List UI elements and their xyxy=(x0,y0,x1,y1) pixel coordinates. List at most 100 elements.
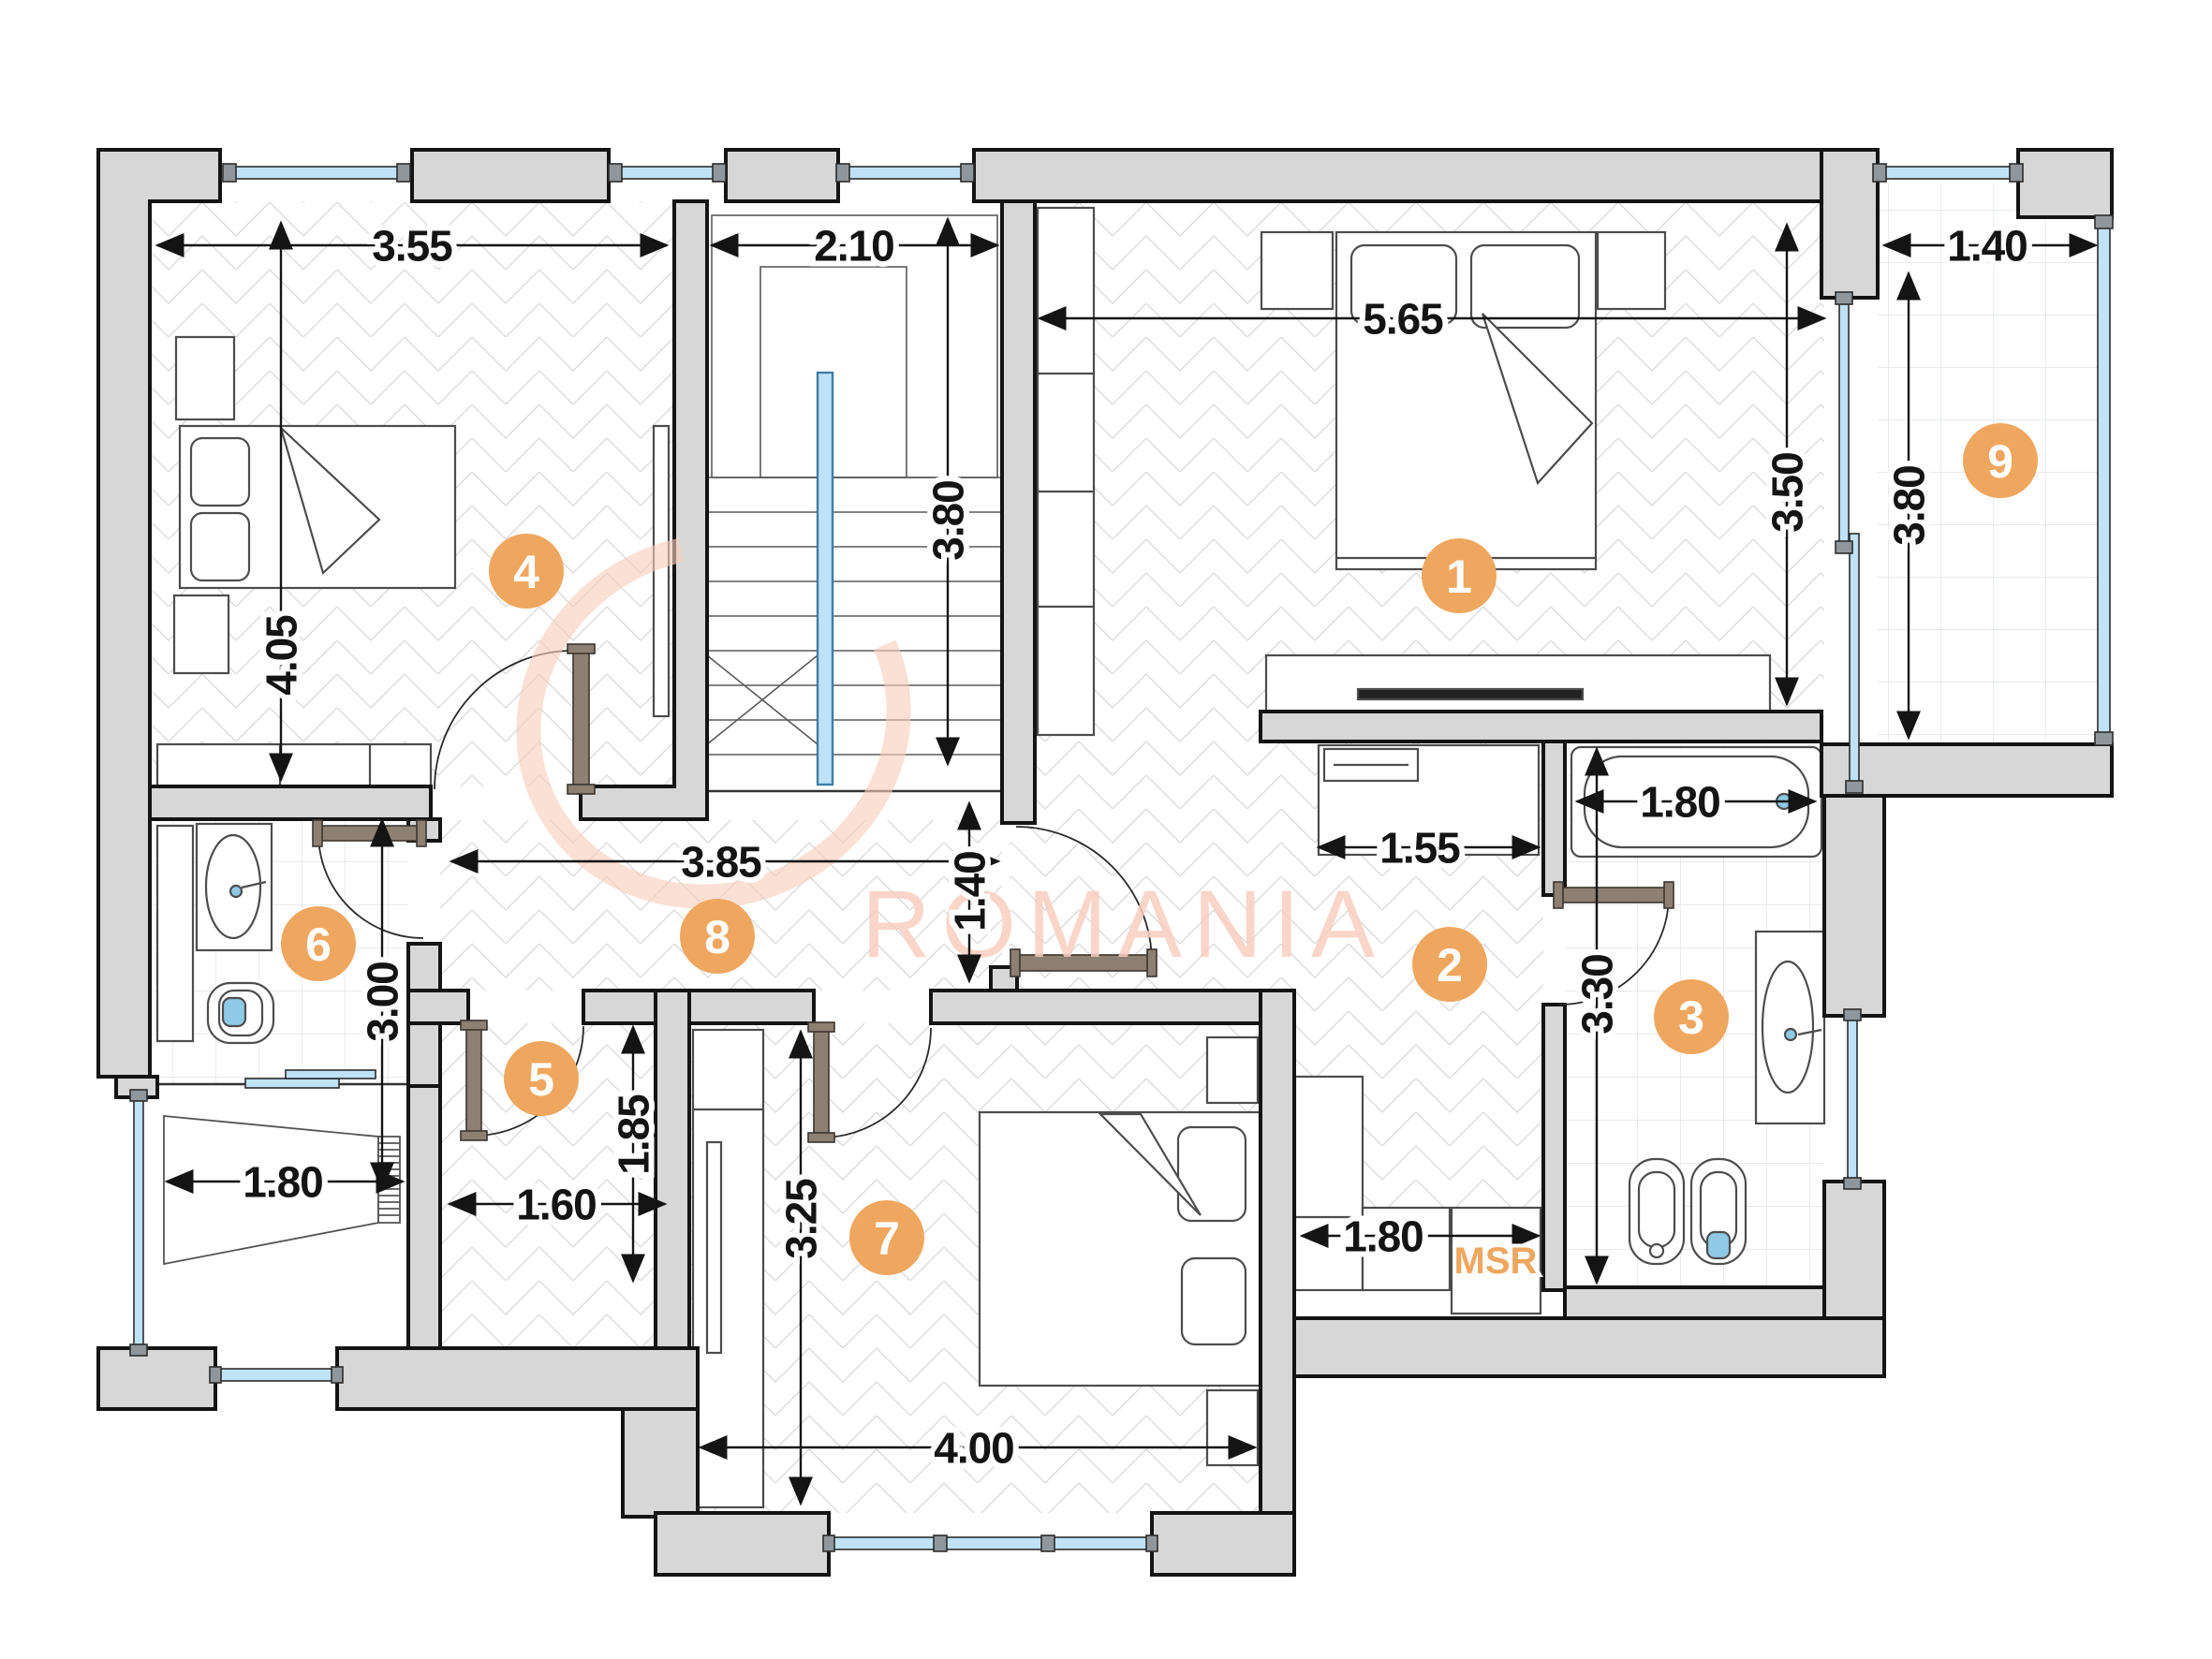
room6-toilet xyxy=(206,981,275,1045)
room7-bed xyxy=(978,1110,1261,1387)
door-room6 xyxy=(317,825,422,842)
wall-top-4 xyxy=(972,148,1823,203)
watermark-swoosh xyxy=(516,533,911,909)
door-arcs xyxy=(317,650,1670,1138)
window-room1-balcony-b xyxy=(1849,533,1860,785)
wall-balcony-bottom xyxy=(1820,742,2114,798)
window-top-room4 xyxy=(233,166,400,180)
dimension-label: 3.80 xyxy=(924,480,973,561)
door-room4 xyxy=(572,649,590,790)
dimension-label: 2.10 xyxy=(814,222,894,271)
wall-room2-3-upper xyxy=(1541,740,1567,897)
door-room7 xyxy=(813,1027,830,1138)
dimension: 5.65 xyxy=(1037,289,1827,349)
wall-right-upper xyxy=(1822,794,1886,1018)
dimension: 3.85 xyxy=(449,832,1001,892)
dimension-label: 3.50 xyxy=(1763,452,1812,533)
room-number: 4 xyxy=(513,546,539,598)
wall-top-3 xyxy=(724,148,840,203)
wall-bottom-left-2 xyxy=(335,1346,700,1411)
msr-label: MSR xyxy=(1454,1241,1538,1282)
room2-wardrobe xyxy=(1293,1075,1364,1292)
dimension: 3.50 xyxy=(1758,222,1818,707)
stair-handrail xyxy=(816,371,834,786)
wall-room7-bottom-right xyxy=(1150,1511,1296,1577)
dimension: 2.10 xyxy=(709,216,1000,276)
dimension: 3.25 xyxy=(772,1029,832,1506)
room6-sink xyxy=(195,822,273,952)
wall-right-lower xyxy=(1822,1180,1886,1320)
wall-room5-left xyxy=(406,1084,442,1350)
room7-wardrobe xyxy=(691,1028,765,1509)
dimension: 3.30 xyxy=(1568,746,1628,1285)
room-number: 6 xyxy=(305,918,332,971)
dimension: 1.40 xyxy=(940,800,1000,984)
room4-cabinet-row xyxy=(155,742,433,793)
window-room1-balcony-a xyxy=(1838,301,1850,546)
window-balcony-right xyxy=(2097,224,2111,736)
dimension: 4.05 xyxy=(252,220,312,783)
dimension-label: 4.00 xyxy=(934,1424,1014,1473)
room-badges-layer: 1 2 3 4 5 6 7 8 9 xyxy=(281,423,2038,1275)
room-number-badge: 9 xyxy=(1963,423,2038,498)
dimension: 1.55 xyxy=(1316,818,1541,878)
wall-room7-top-right xyxy=(929,989,1262,1025)
room-number: 1 xyxy=(1446,551,1472,603)
dimension: 4.00 xyxy=(698,1418,1258,1478)
dimension-label: 3.30 xyxy=(1573,954,1622,1035)
room-number-badge: 8 xyxy=(680,899,755,974)
room7-nightstand-top xyxy=(1205,1035,1260,1105)
dimension: 1.60 xyxy=(447,1175,668,1235)
wall-balcony-corner-left xyxy=(1820,148,1880,300)
dimension-label: 3.80 xyxy=(1885,465,1934,546)
room3-sink xyxy=(1754,930,1826,1125)
watermark: ROMANIA xyxy=(516,533,1375,977)
wall-left-top xyxy=(96,148,222,1079)
bidet-icon xyxy=(1628,1157,1686,1266)
room-number: 8 xyxy=(704,911,730,963)
room-number-badge: 3 xyxy=(1654,979,1729,1054)
room1-nightstand-right xyxy=(1596,230,1667,311)
wall-room4-stairs xyxy=(579,199,709,821)
window-top-stairs xyxy=(619,166,715,180)
room-number-badge: 2 xyxy=(1412,927,1487,1002)
dimension: 1.85 xyxy=(604,1024,664,1284)
wall-under-room4 xyxy=(148,785,433,821)
dimension-label: 5.65 xyxy=(1363,295,1443,344)
door-room3 xyxy=(1558,887,1670,903)
toilet-icon xyxy=(1689,1157,1747,1266)
wall-layer xyxy=(96,148,2114,1577)
dimension: 3.55 xyxy=(155,216,670,276)
room1-bed xyxy=(1335,230,1598,571)
dimension-label: 1.80 xyxy=(243,1158,323,1207)
wall-room7-bottom-left xyxy=(654,1511,831,1577)
dimension-label: 1.80 xyxy=(1343,1212,1423,1261)
window-bottom-left xyxy=(214,1368,338,1382)
wall-room7-right xyxy=(1259,989,1296,1577)
room-number: 7 xyxy=(874,1212,900,1265)
dimension-label: 1.80 xyxy=(1640,778,1720,827)
room1-desk xyxy=(1264,653,1772,713)
wall-top-2 xyxy=(410,148,611,203)
wall-connector-left xyxy=(621,1407,700,1519)
dimension-label: 3.25 xyxy=(777,1179,826,1259)
room-number-badge: 7 xyxy=(849,1200,924,1275)
window-top-room1 xyxy=(847,166,964,180)
room1-wardrobe xyxy=(1036,206,1096,737)
dimension: 1.80 xyxy=(1574,772,1818,832)
dimension: 1.40 xyxy=(1881,216,2099,276)
dimension-label: 1.85 xyxy=(610,1094,658,1175)
dimension-label: 3.00 xyxy=(359,962,407,1042)
wall-bottom-left-1 xyxy=(96,1346,217,1411)
shower-glass-b xyxy=(285,1069,376,1079)
room4-nightstand-bottom xyxy=(172,594,230,675)
window-terrace-left xyxy=(133,1096,144,1349)
shower-glass-a xyxy=(244,1078,340,1089)
dimension: 3.00 xyxy=(353,817,413,1192)
wall-stairs-room1 xyxy=(1000,199,1037,825)
room-number-badge: 5 xyxy=(504,1041,579,1116)
wall-balcony-corner-right xyxy=(2016,148,2114,219)
wall-bottom-right-band xyxy=(1259,1316,1886,1378)
